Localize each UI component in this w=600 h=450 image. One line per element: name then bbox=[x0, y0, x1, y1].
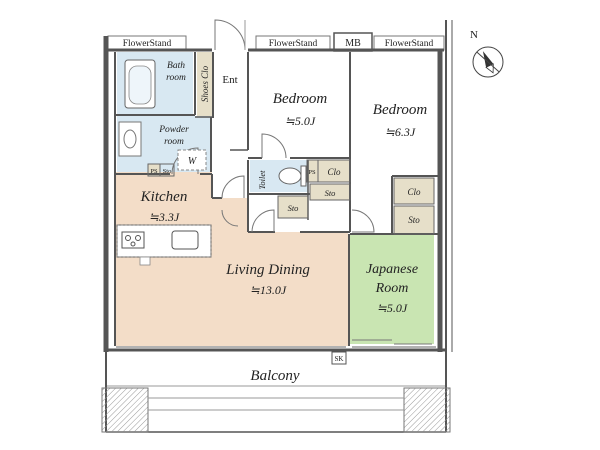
clo-bed2-label: Clo bbox=[407, 187, 421, 197]
balcony-label: Balcony bbox=[250, 368, 299, 384]
japanese-room-area: ≒5.0J bbox=[377, 301, 408, 315]
sto-powder-label: Sto bbox=[163, 168, 172, 175]
japanese-room-name-2: Room bbox=[375, 281, 409, 296]
sto-hall-right-label: Sto bbox=[325, 188, 336, 198]
bedroom2-name: Bedroom bbox=[373, 102, 428, 118]
bedroom2-area: ≒6.3J bbox=[385, 125, 416, 139]
bedroom1-name: Bedroom bbox=[273, 91, 328, 107]
sk-box bbox=[331, 351, 347, 365]
ps-hall-label: PS bbox=[308, 169, 316, 176]
kitchen-counter bbox=[116, 224, 212, 258]
sto-bed2-label: Sto bbox=[408, 215, 420, 225]
ps-hall-floor bbox=[307, 160, 318, 182]
shoes-clo-floor bbox=[197, 52, 213, 116]
walls bbox=[103, 20, 453, 352]
toilet-label: Toilet bbox=[257, 170, 267, 190]
clo-hall-label: Clo bbox=[327, 167, 341, 177]
washing-machine bbox=[177, 149, 207, 171]
refrigerator-space bbox=[139, 256, 151, 266]
flowerstand-mid-label: FlowerStand bbox=[269, 39, 318, 49]
north-compass-icon bbox=[472, 46, 504, 78]
north-label: N bbox=[470, 29, 478, 41]
clo-bed2-floor bbox=[394, 178, 434, 204]
sto-hall-left-floor bbox=[278, 196, 308, 218]
storage-outlines bbox=[147, 159, 435, 235]
kitchen-name: Kitchen bbox=[140, 189, 188, 205]
living-dining-floor bbox=[115, 172, 348, 346]
flowerstand-left-label: FlowerStand bbox=[123, 39, 172, 49]
bathtub bbox=[124, 59, 156, 109]
japanese-room-name-1: Japanese bbox=[366, 262, 418, 277]
mb-label: MB bbox=[345, 38, 361, 49]
sk-label: SK bbox=[335, 355, 344, 363]
w-label: W bbox=[188, 156, 198, 167]
pillar-right bbox=[403, 387, 451, 433]
bath-label-1: Bath bbox=[167, 61, 185, 71]
bath-label-2: room bbox=[166, 73, 186, 83]
bedroom1-area: ≒5.0J bbox=[285, 114, 316, 128]
sto-bed2-floor bbox=[394, 206, 434, 234]
shoes-clo-label: Shoes Clo bbox=[200, 65, 210, 102]
washbasin bbox=[118, 121, 142, 157]
kitchen-area: ≒3.3J bbox=[149, 210, 180, 224]
living-dining-name: Living Dining bbox=[225, 262, 310, 278]
japanese-room-floor bbox=[350, 234, 434, 344]
toilet-bowl bbox=[278, 165, 307, 187]
pillar-left bbox=[101, 387, 149, 433]
sto-hall-right-floor bbox=[310, 184, 350, 200]
living-dining-area: ≒13.0J bbox=[250, 283, 287, 297]
doors bbox=[171, 19, 432, 345]
ps-powder-label: PS bbox=[150, 168, 158, 175]
powder-label-1: Powder bbox=[158, 125, 189, 135]
ent-label: Ent bbox=[222, 74, 237, 86]
sto-hall-left-label: Sto bbox=[288, 203, 299, 213]
powder-label-2: room bbox=[164, 137, 184, 147]
flowerstand-right-label: FlowerStand bbox=[385, 39, 434, 49]
clo-hall-floor bbox=[318, 160, 350, 182]
balcony bbox=[101, 352, 451, 433]
